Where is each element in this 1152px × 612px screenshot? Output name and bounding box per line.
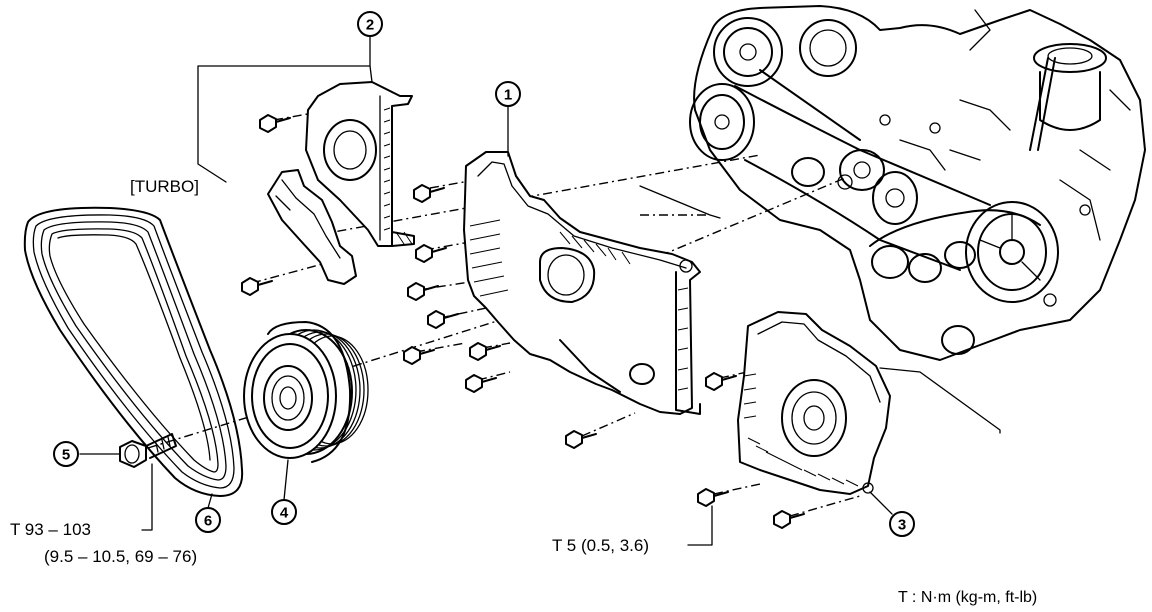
bolt-icon [241,277,273,296]
svg-text:5: 5 [62,447,70,464]
callout-1: 1 [495,81,521,107]
callout-2: 2 [357,11,383,37]
bolt-icon [415,244,447,263]
crank-pulley-bolt-icon [119,433,177,468]
callout-3: 3 [889,511,915,537]
bolt-icon [413,184,445,203]
drive-belt-icon [23,206,244,497]
torque-units-legend: T : N·m (kg-m, ft-lb) [898,589,1037,606]
callout-4: 4 [271,499,297,525]
svg-text:4: 4 [280,505,289,522]
svg-text:2: 2 [366,17,374,34]
timing-belt-cover-no2-icon [305,81,415,247]
bolt-icon [259,114,291,133]
timing-belt-cover-no3-icon [737,311,891,495]
bolt-icon [565,430,597,449]
torque-crank-bolt-spec: (9.5 – 10.5, 69 – 76) [44,547,197,566]
svg-text:6: 6 [204,513,212,530]
turbo-bracket-icon [267,169,357,285]
bolt-icon [427,310,459,329]
svg-text:3: 3 [898,517,906,534]
torque-crank-bolt-label: T 93 – 103 [10,520,91,539]
bolt-icon [403,346,435,365]
bolt-icon [773,510,805,529]
svg-text:1: 1 [504,87,512,104]
bolt-icon [465,374,497,393]
torque-cover-bolt-label: T 5 (0.5, 3.6) [552,536,649,555]
leader-lines [79,35,893,546]
bolt-icon [697,488,729,507]
turbo-label: [TURBO] [130,177,199,196]
timing-belt-cover-no1-icon [463,151,701,415]
callout-6: 6 [195,507,221,533]
callout-5: 5 [53,441,79,467]
bolt-icon [407,282,439,301]
engine-block-icon [689,5,1146,361]
bolt-icon [705,372,737,391]
crankshaft-pulley-icon [243,321,369,463]
bolt-icon [469,342,501,361]
